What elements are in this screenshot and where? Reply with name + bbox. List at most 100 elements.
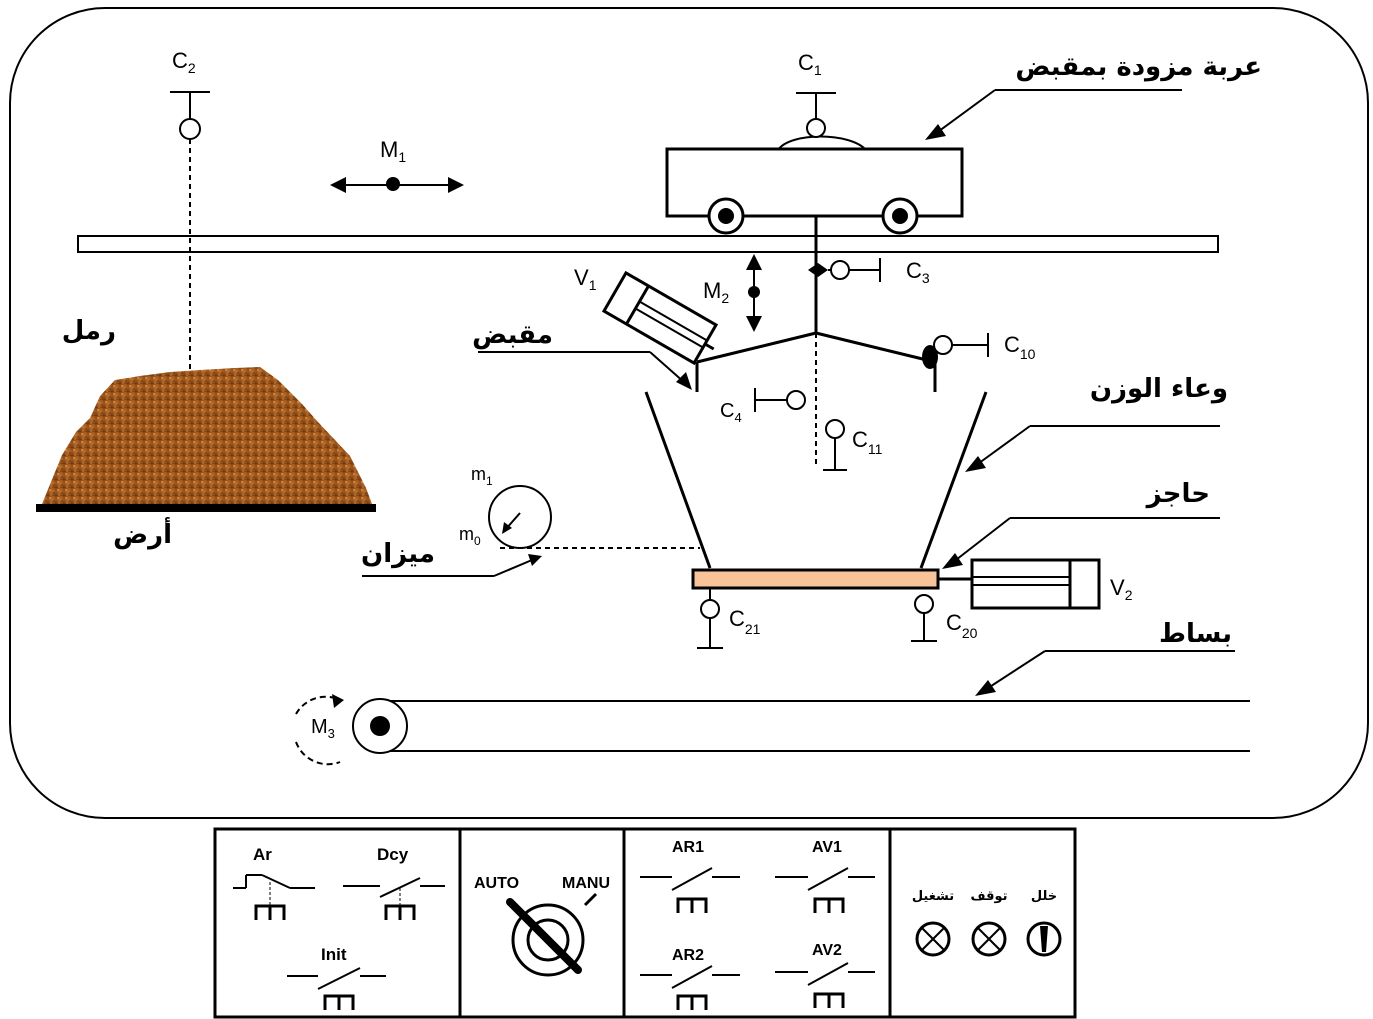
motor-m1-sub: 1 — [398, 149, 406, 165]
barrier-label: حاجز — [1145, 479, 1210, 509]
sensor-c11-sub: 11 — [868, 441, 883, 457]
scale-label: ميزان — [361, 539, 435, 569]
weigh-bin — [644, 391, 988, 569]
system-frame — [9, 7, 1369, 819]
cylinder-v2-sub: 2 — [1125, 587, 1133, 603]
control-panel — [213, 827, 1077, 1019]
svg-text:V2: V2 — [1110, 575, 1133, 603]
av1-button[interactable]: AV1 — [775, 839, 875, 913]
svg-text:m0: m0 — [459, 524, 481, 548]
scale-m1-label: m — [471, 464, 486, 484]
lamp-run-label: تشغيل — [912, 889, 954, 904]
motor-m3: M3 — [295, 694, 344, 766]
scale-m0-sub: 0 — [474, 534, 481, 548]
motor-m2-sub: 2 — [721, 290, 729, 306]
conveyor — [352, 698, 1250, 754]
sensor-c20-sub: 20 — [962, 625, 978, 641]
sand-label: رمل — [62, 316, 116, 346]
sensor-c4-sub: 4 — [734, 410, 741, 425]
lamp-fault-label: خلل — [1031, 889, 1057, 904]
svg-text:M3: M3 — [311, 716, 335, 741]
svg-text:C11: C11 — [852, 427, 883, 457]
scale-m0-label: m — [459, 524, 474, 544]
svg-text:C1: C1 — [798, 50, 822, 78]
lamp-run: تشغيل — [912, 889, 954, 957]
av1-label: AV1 — [812, 839, 842, 856]
ar-button[interactable]: Ar — [233, 845, 315, 920]
sand-pile — [36, 367, 376, 512]
sensor-c3-label: C — [906, 258, 922, 283]
ar1-label: AR1 — [672, 839, 704, 856]
mode-selector[interactable]: AUTO MANU — [474, 875, 610, 977]
dcy-label: Dcy — [377, 845, 409, 864]
sensor-c1-sub: 1 — [814, 62, 822, 78]
manu-label: MANU — [562, 875, 610, 892]
ar-label: Ar — [253, 845, 272, 864]
gripper-pointer — [478, 351, 692, 390]
sensor-c4-label: C — [720, 400, 734, 422]
motor-m2: M2 — [703, 254, 762, 332]
ar2-label: AR2 — [672, 947, 704, 964]
sensor-c11: C11 — [823, 419, 883, 471]
cart-label: عربة مزودة بمقبض — [1015, 52, 1262, 82]
sensor-c4: C4 — [720, 388, 806, 425]
scale-dial: m1 m0 — [459, 464, 700, 549]
svg-text:C20: C20 — [946, 610, 978, 641]
auto-label: AUTO — [474, 875, 519, 892]
sensor-c11-label: C — [852, 427, 868, 452]
lamp-fault: خلل — [1026, 889, 1062, 957]
sensor-c20-label: C — [946, 610, 962, 635]
motor-m3-sub: 3 — [328, 726, 335, 741]
sensor-c20: C20 — [911, 594, 978, 642]
svg-text:C10: C10 — [1004, 332, 1036, 362]
sensor-c21-label: C — [729, 606, 745, 631]
cylinder-v2-label: V — [1110, 575, 1125, 600]
motor-m1: M1 — [330, 137, 464, 193]
rail — [77, 235, 1219, 253]
ground-label: أرض — [113, 517, 172, 550]
svg-text:V1: V1 — [574, 265, 597, 293]
sensor-c1-label: C — [798, 50, 814, 75]
cylinder-v1 — [601, 270, 719, 366]
svg-text:M2: M2 — [703, 278, 729, 306]
sensor-c21: C21 — [697, 588, 761, 649]
motor-m2-label: M — [703, 278, 721, 303]
dcy-button[interactable]: Dcy — [343, 845, 445, 920]
lamp-stop: توقف — [970, 889, 1008, 957]
init-label: Init — [321, 945, 347, 964]
sensor-c10: C10 — [933, 332, 1036, 362]
sensor-c2-sub: 2 — [188, 60, 196, 76]
sensor-c10-label: C — [1004, 332, 1020, 357]
scale-m1-sub: 1 — [486, 474, 493, 488]
sensor-c2: C2 — [170, 48, 210, 372]
init-button[interactable]: Init — [287, 945, 386, 1010]
cylinder-v1-sub: 1 — [589, 277, 597, 293]
cart-pointer — [925, 89, 1182, 140]
motor-m3-label: M — [311, 716, 328, 738]
svg-text:C4: C4 — [720, 400, 742, 425]
conveyor-pointer — [975, 650, 1235, 696]
sensor-c21-sub: 21 — [745, 621, 761, 637]
svg-text:C3: C3 — [906, 258, 930, 286]
cylinder-v2 — [938, 558, 1101, 610]
svg-text:M1: M1 — [380, 137, 406, 165]
weigh-bin-label: وعاء الوزن — [1090, 374, 1228, 404]
sensor-c3: C3 — [808, 258, 930, 286]
sensor-c3-sub: 3 — [922, 270, 930, 286]
gripper — [695, 331, 938, 392]
scale-pointer — [362, 554, 542, 577]
ar2-button[interactable]: AR2 — [640, 947, 740, 1010]
conveyor-label: بساط — [1159, 619, 1232, 649]
sensor-c10-sub: 10 — [1020, 346, 1036, 362]
motor-m1-label: M — [380, 137, 398, 162]
ar1-button[interactable]: AR1 — [640, 839, 740, 913]
lamp-stop-label: توقف — [970, 889, 1007, 904]
cylinder-v1-label: V — [574, 265, 589, 290]
weigh-bin-pointer — [965, 425, 1220, 472]
av2-button[interactable]: AV2 — [775, 942, 875, 1008]
barrier — [691, 568, 940, 590]
barrier-pointer — [942, 517, 1220, 569]
gripper-label: مقبض — [472, 320, 553, 350]
svg-text:C2: C2 — [172, 48, 196, 76]
